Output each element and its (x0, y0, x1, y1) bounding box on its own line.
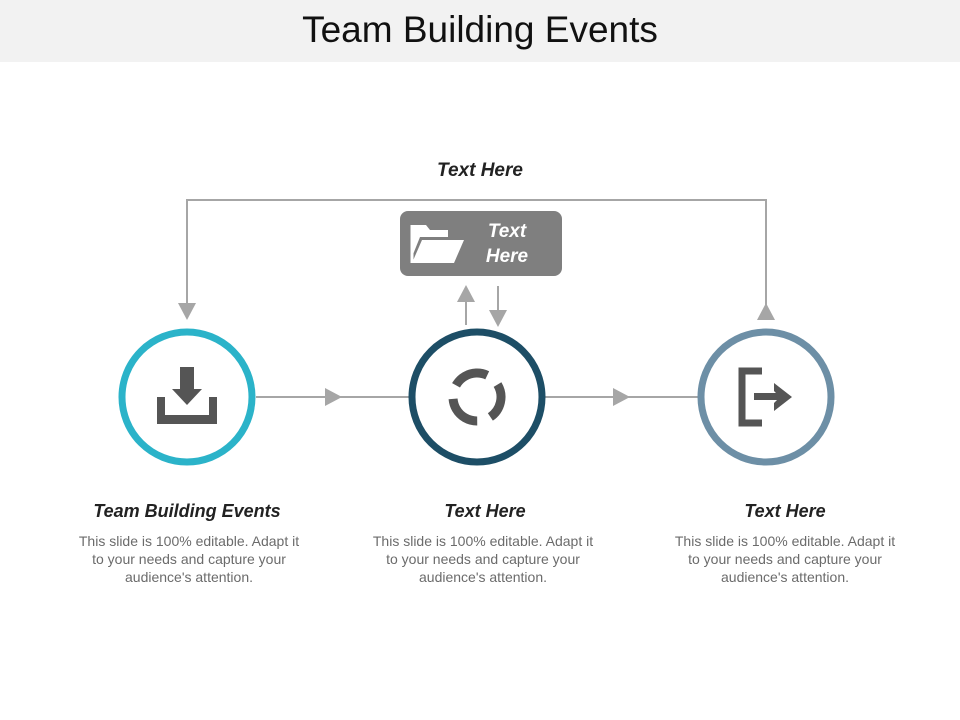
arrow-right-1 (325, 388, 342, 406)
arrow-down-into-left (178, 303, 196, 320)
node-ring (408, 328, 546, 466)
node-2-description: This slide is 100% editable. Adapt it to… (372, 533, 594, 585)
node-1-description: This slide is 100% editable. Adapt it to… (78, 533, 300, 585)
title-bar (0, 0, 960, 62)
node-1-title: Team Building Events (93, 501, 281, 521)
top-label: Text Here (437, 160, 523, 181)
node-refresh (407, 327, 547, 467)
center-box-label: Text Here (485, 221, 529, 267)
folder-open-icon (410, 225, 464, 263)
arrow-up-from-right (757, 303, 775, 320)
node-download (117, 327, 257, 467)
node-3-description: This slide is 100% editable. Adapt it to… (674, 533, 896, 585)
exit-icon (738, 367, 792, 427)
top-loop-connector (186, 199, 767, 305)
node-3-title: Text Here (744, 501, 826, 521)
arrow-right-2 (613, 388, 630, 406)
node-exit (696, 327, 836, 467)
center-box: Text Here (400, 211, 562, 276)
arrow-up-to-box (457, 285, 475, 302)
arrow-down-from-box (489, 310, 507, 327)
download-icon (157, 367, 217, 424)
node-2-title: Text Here (444, 501, 526, 521)
page-title: Team Building Events (302, 9, 658, 50)
refresh-icon (448, 368, 506, 426)
